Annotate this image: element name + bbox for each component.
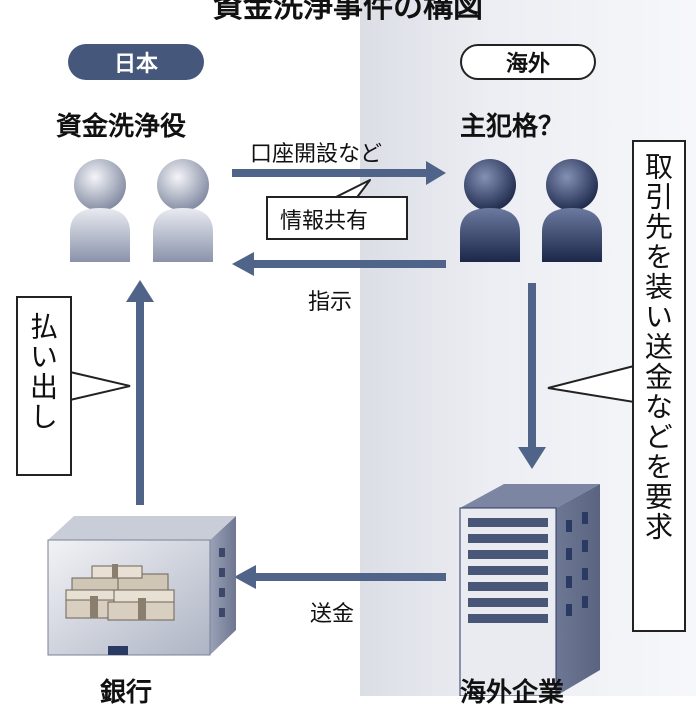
person-icon (460, 159, 520, 262)
instruction-arrow (232, 252, 446, 276)
remittance-label: 送金 (310, 602, 355, 627)
mastermind-role-label: 主犯格？ (460, 112, 565, 142)
japan-badge: 日本 (68, 44, 204, 80)
person-icon (70, 159, 130, 262)
demand-callout (632, 140, 686, 632)
info-sharing-label: 情報共有 (280, 209, 369, 234)
laundering-role-label: 資金洗浄役 (56, 112, 187, 142)
diagram-title: 資金洗浄事件の構図 (213, 0, 483, 25)
info-sharing-callout (266, 196, 408, 240)
demand-label: 取引先を装い送金などを要求 (641, 152, 674, 542)
instruction-label: 指示 (308, 290, 353, 315)
person-icon (542, 159, 602, 262)
account-opening-label: 口座開設など (250, 142, 383, 167)
withdrawal-callout (16, 296, 72, 476)
withdrawal-label: 払い出し (26, 312, 59, 432)
callout-pointer (547, 364, 635, 404)
bank-label: 銀行 (100, 678, 153, 708)
account-opening-arrow (232, 161, 446, 185)
overseas-company-label: 海外企業 (460, 678, 565, 708)
stacked-cash-icon (65, 564, 175, 621)
callout-pointer (69, 370, 131, 402)
remittance-arrow (234, 565, 446, 589)
office-building-icon (459, 484, 600, 696)
up-arrow (126, 280, 154, 505)
down-arrow (518, 283, 546, 469)
overseas-badge: 海外 (460, 44, 596, 80)
person-icon (153, 159, 213, 262)
